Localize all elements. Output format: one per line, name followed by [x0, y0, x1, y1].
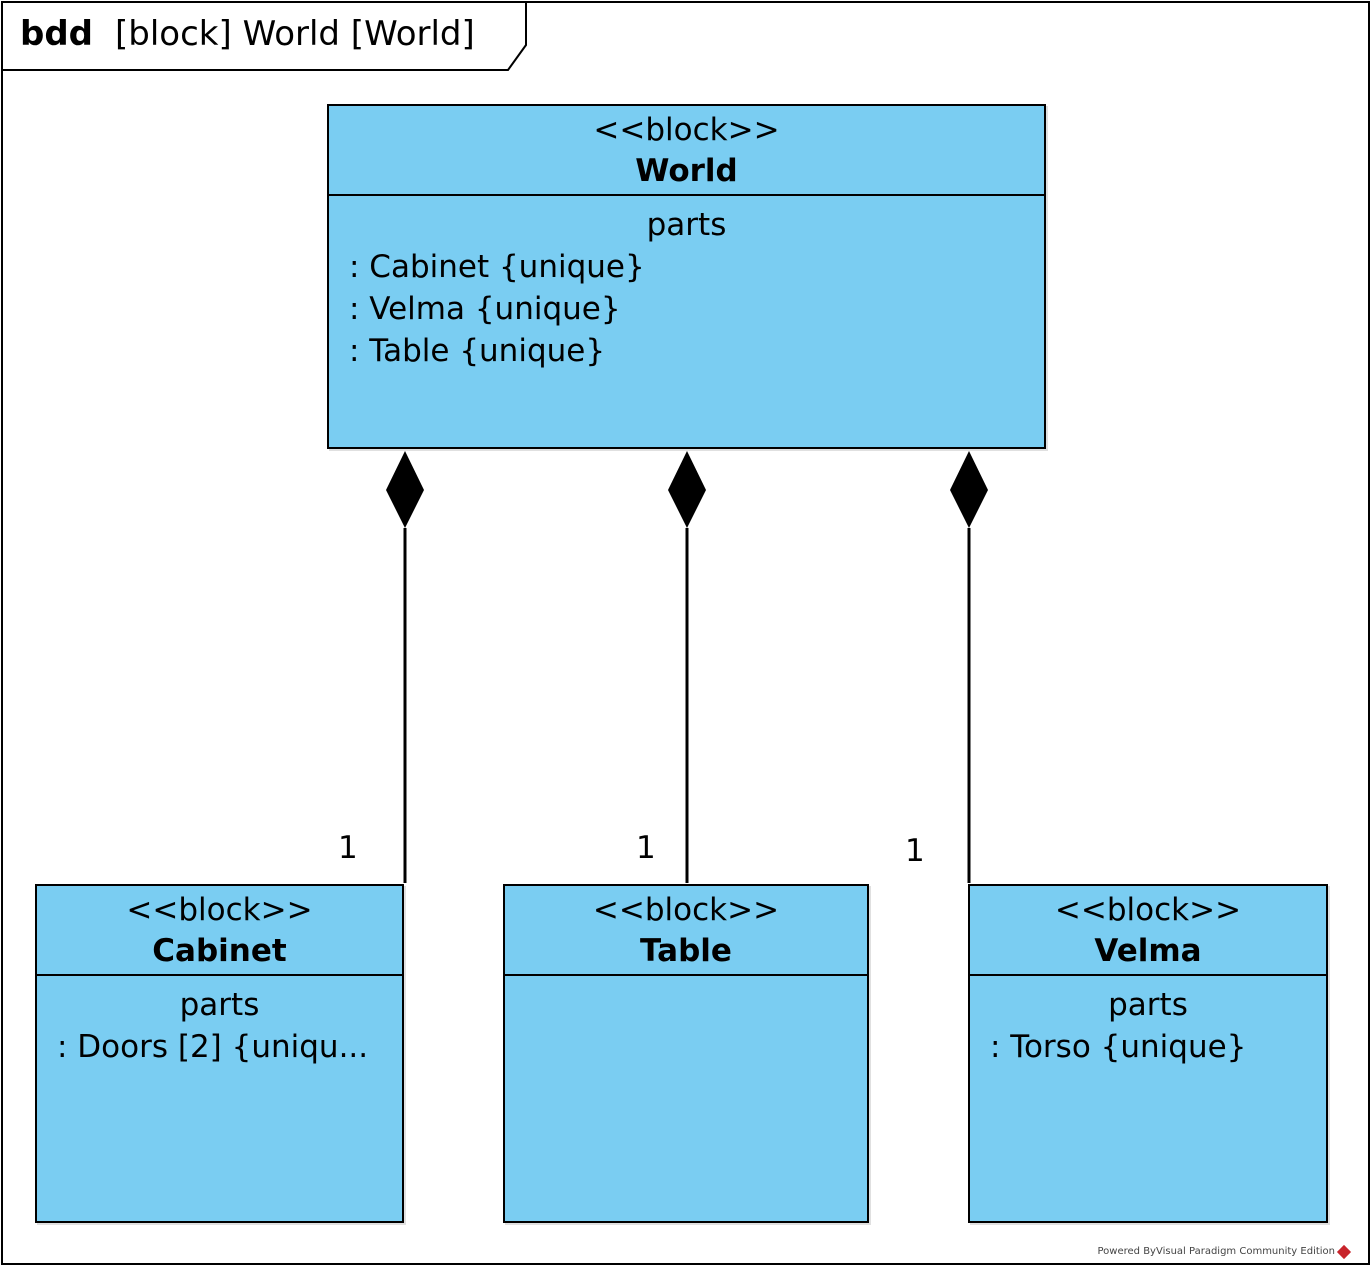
block-stereotype: <<block>>	[126, 892, 313, 928]
powered-by-text: Powered By​Visual Paradigm Community Edi…	[1097, 1246, 1336, 1257]
multiplicity-table: 1	[636, 830, 656, 866]
composition-world-cabinet[interactable]	[386, 451, 424, 883]
block-velma[interactable]: <<block>> Velma parts : Torso {unique}	[968, 884, 1328, 1223]
parts-compartment: parts : Torso {unique}	[970, 976, 1326, 1068]
composition-diamond	[950, 451, 988, 528]
empty-compartment	[505, 976, 867, 984]
part-property: : Torso {unique}	[990, 1029, 1247, 1065]
block-header: <<block>> Table	[505, 886, 867, 976]
compartment-title: parts	[179, 987, 260, 1023]
block-cabinet[interactable]: <<block>> Cabinet parts : Doors [2] {uni…	[35, 884, 404, 1223]
diagram-title: [block] World [World]	[115, 14, 475, 54]
block-name: Velma	[1094, 933, 1202, 969]
composition-diamond	[668, 451, 706, 528]
composition-diamond	[386, 451, 424, 528]
block-world[interactable]: <<block>> World parts : Cabinet {unique}…	[327, 104, 1046, 449]
composition-world-velma[interactable]	[950, 451, 988, 883]
block-stereotype: <<block>>	[1054, 892, 1242, 928]
parts-compartment: parts : Cabinet {unique} : Velma {unique…	[329, 196, 1044, 372]
block-name: Table	[640, 933, 732, 969]
compartment-title: parts	[646, 207, 727, 243]
parts-compartment: parts : Doors [2] {uniqu...	[37, 976, 402, 1068]
block-stereotype: <<block>>	[593, 112, 780, 148]
block-header: <<block>> Cabinet	[37, 886, 402, 976]
part-property: : Cabinet {unique}	[349, 249, 645, 285]
block-name: Cabinet	[152, 933, 287, 969]
composition-world-table[interactable]	[668, 451, 706, 883]
block-name: World	[635, 153, 738, 189]
part-property: : Velma {unique}	[349, 291, 621, 327]
multiplicity-cabinet: 1	[338, 830, 358, 866]
visual-paradigm-logo-icon	[1336, 1244, 1352, 1259]
block-table[interactable]: <<block>> Table	[503, 884, 869, 1223]
powered-by-footer: Powered By​Visual Paradigm Community Edi…	[1097, 1244, 1352, 1259]
block-stereotype: <<block>>	[592, 892, 780, 928]
part-property: : Doors [2] {uniqu...	[57, 1029, 369, 1065]
block-header: <<block>> World	[329, 106, 1044, 196]
block-header: <<block>> Velma	[970, 886, 1326, 976]
multiplicity-velma: 1	[905, 833, 925, 869]
part-property: : Table {unique}	[349, 333, 606, 369]
frame-header: bdd [block] World [World]	[0, 0, 475, 68]
compartment-title: parts	[1108, 987, 1188, 1023]
diagram-kind: bdd	[20, 14, 94, 54]
